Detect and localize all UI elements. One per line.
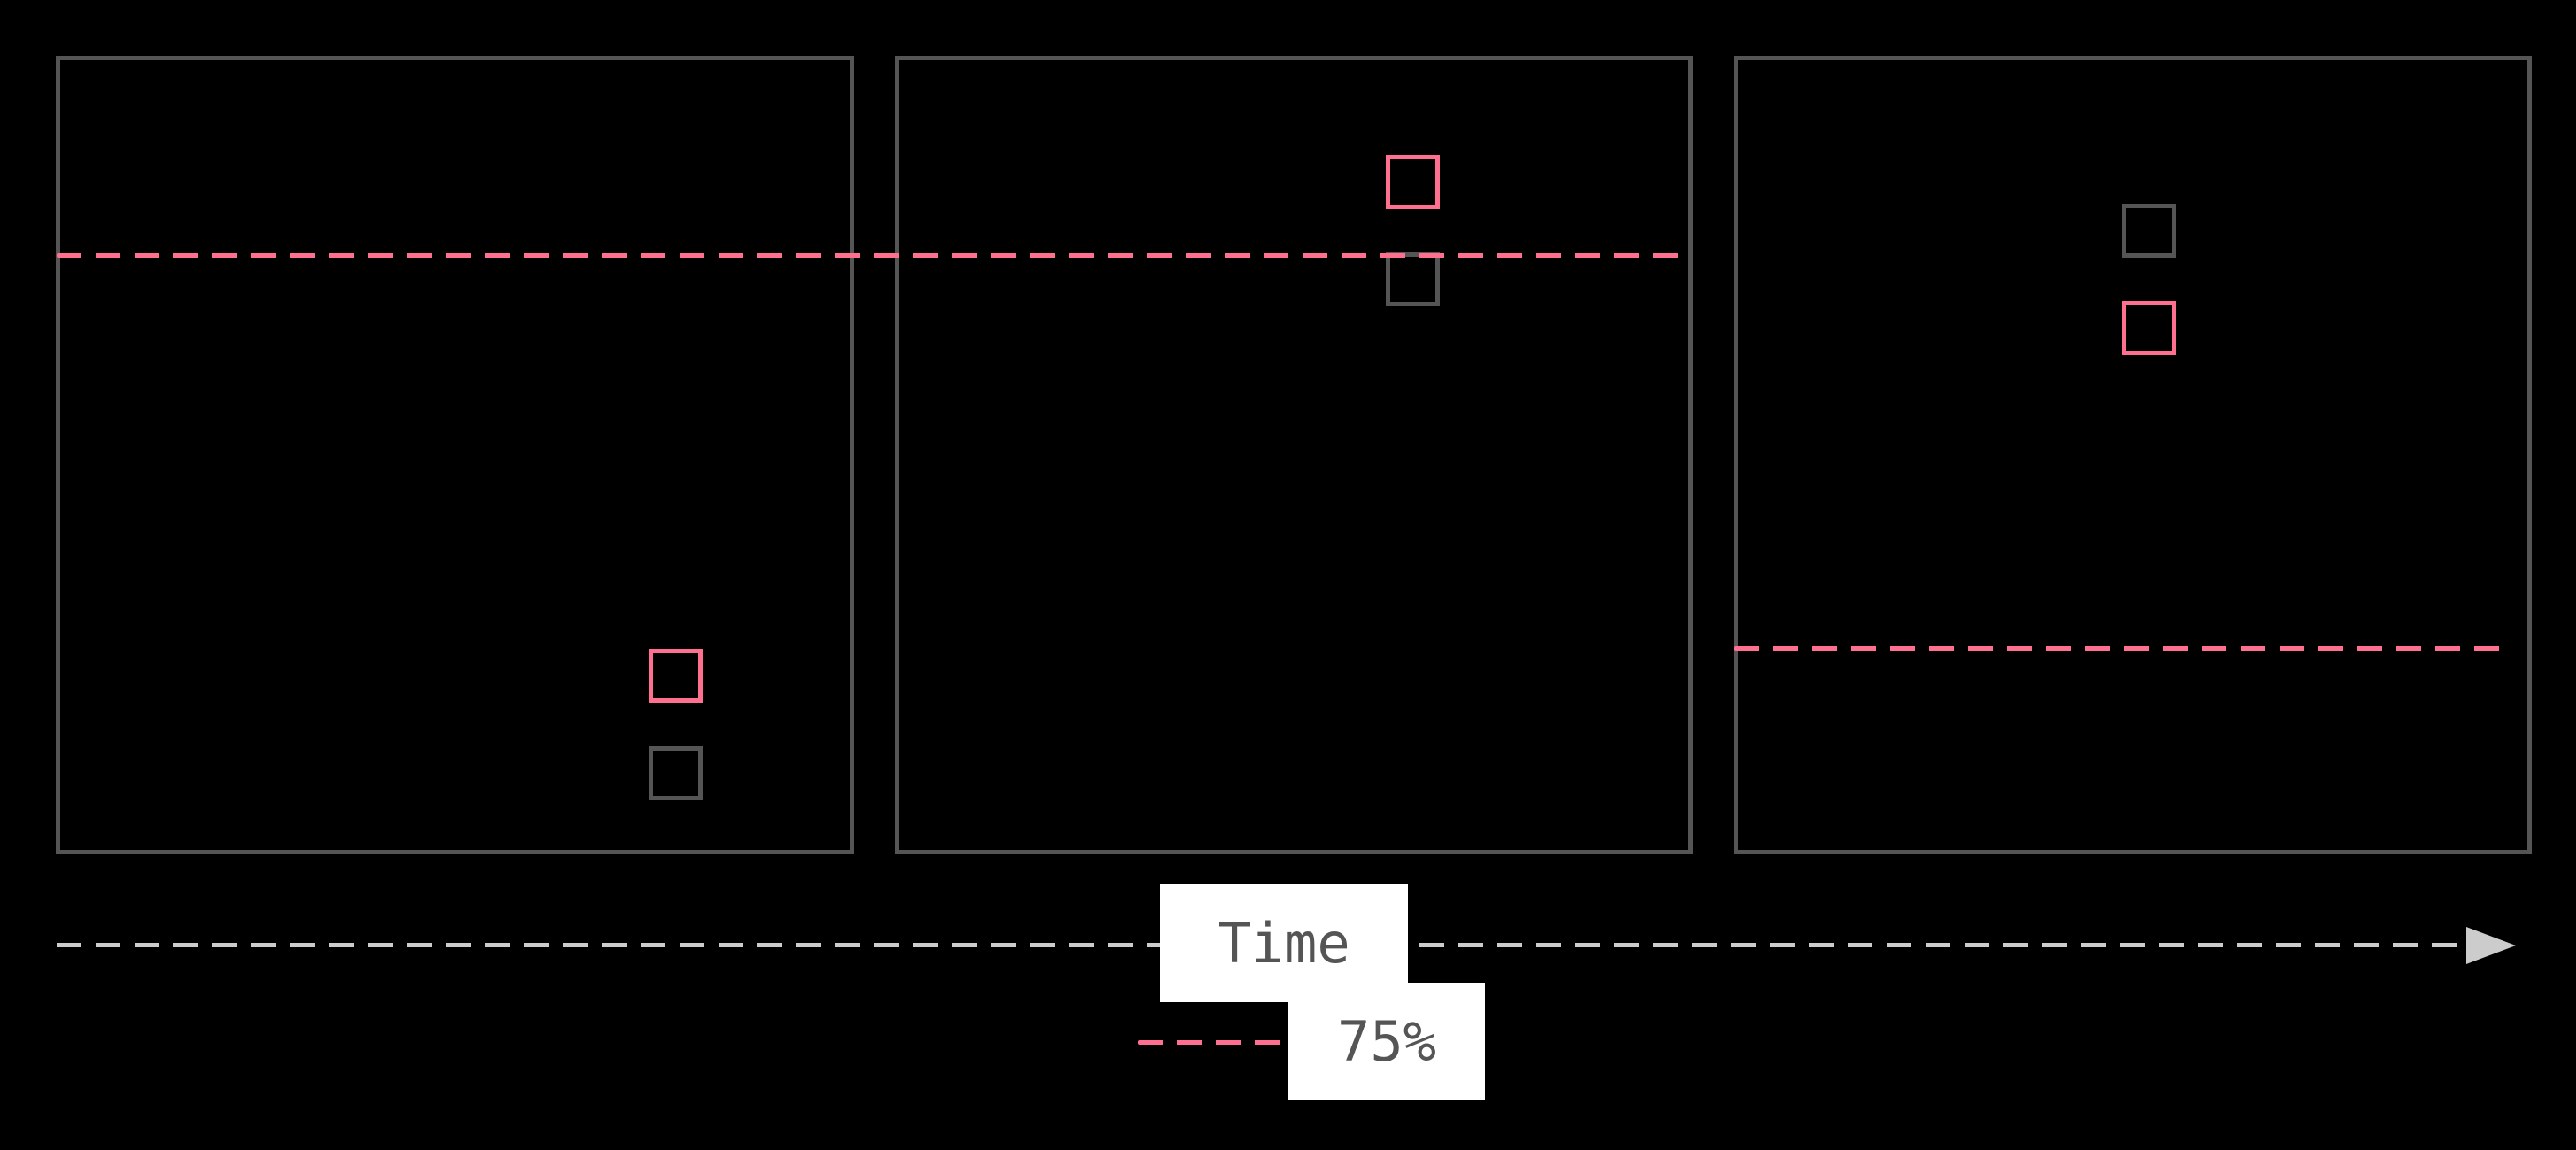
threshold-line-panels-1-2 <box>57 253 1687 258</box>
grey-square-marker <box>1386 252 1440 306</box>
grey-square-marker <box>649 746 703 800</box>
pink-square-marker <box>649 649 703 703</box>
legend-label: 75% <box>1288 983 1485 1100</box>
panel-1 <box>56 56 854 854</box>
arrow-right-icon <box>2466 927 2516 964</box>
pink-square-marker <box>2122 301 2176 355</box>
threshold-line-panel-3 <box>1734 646 2503 651</box>
panel-3 <box>1734 56 2532 854</box>
pink-square-marker <box>1386 155 1440 209</box>
grey-square-marker <box>2122 204 2176 258</box>
panel-2 <box>895 56 1693 854</box>
legend-line-icon <box>1138 1040 1285 1045</box>
time-axis-label: Time <box>1160 884 1408 1002</box>
